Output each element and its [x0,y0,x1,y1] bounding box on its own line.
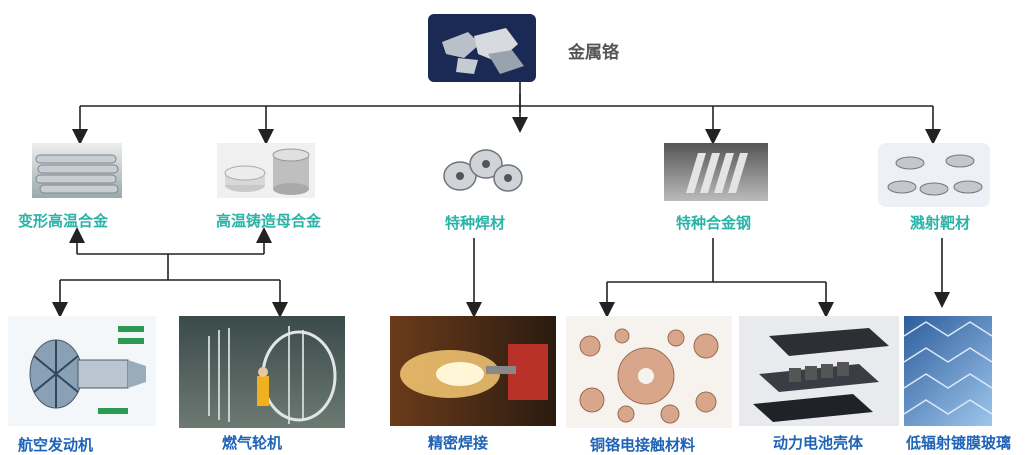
level2-label-aero-engine: 航空发动机 [18,436,94,454]
welding-wire-image [426,140,530,200]
root-label: 金属铬 [568,43,619,63]
level1-label-special-alloy-steel: 特种合金钢 [676,214,752,232]
level2-label-low-e-glass: 低辐射镀膜玻璃 [906,434,1012,452]
contact-materials-image [566,316,732,428]
chromium-metal-image [428,14,536,82]
precision-welding-image [390,316,556,426]
targets-image [878,143,990,207]
level2-label-precision-welding: 精密焊接 [428,434,489,452]
gas-turbine-image [179,316,345,428]
level2-label-gas-turbine: 燃气轮机 [222,434,283,452]
level1-label-sputtering-target: 溅射靶材 [910,214,971,232]
battery-case-image [739,316,899,426]
level1-label-casting-master-alloy: 高温铸造母合金 [216,212,322,230]
level1-label-wrought-superalloy: 变形高温合金 [18,212,109,230]
aero-engine-image [8,316,156,426]
rods-image [32,143,122,198]
level2-label-battery-case: 动力电池壳体 [773,434,864,452]
low-e-glass-image [904,316,992,426]
level1-label-special-welding: 特种焊材 [445,214,506,232]
ingots-image [217,143,315,198]
level2-label-cucr-contact: 铜铬电接触材料 [590,436,696,454]
steel-bars-image [664,143,768,201]
